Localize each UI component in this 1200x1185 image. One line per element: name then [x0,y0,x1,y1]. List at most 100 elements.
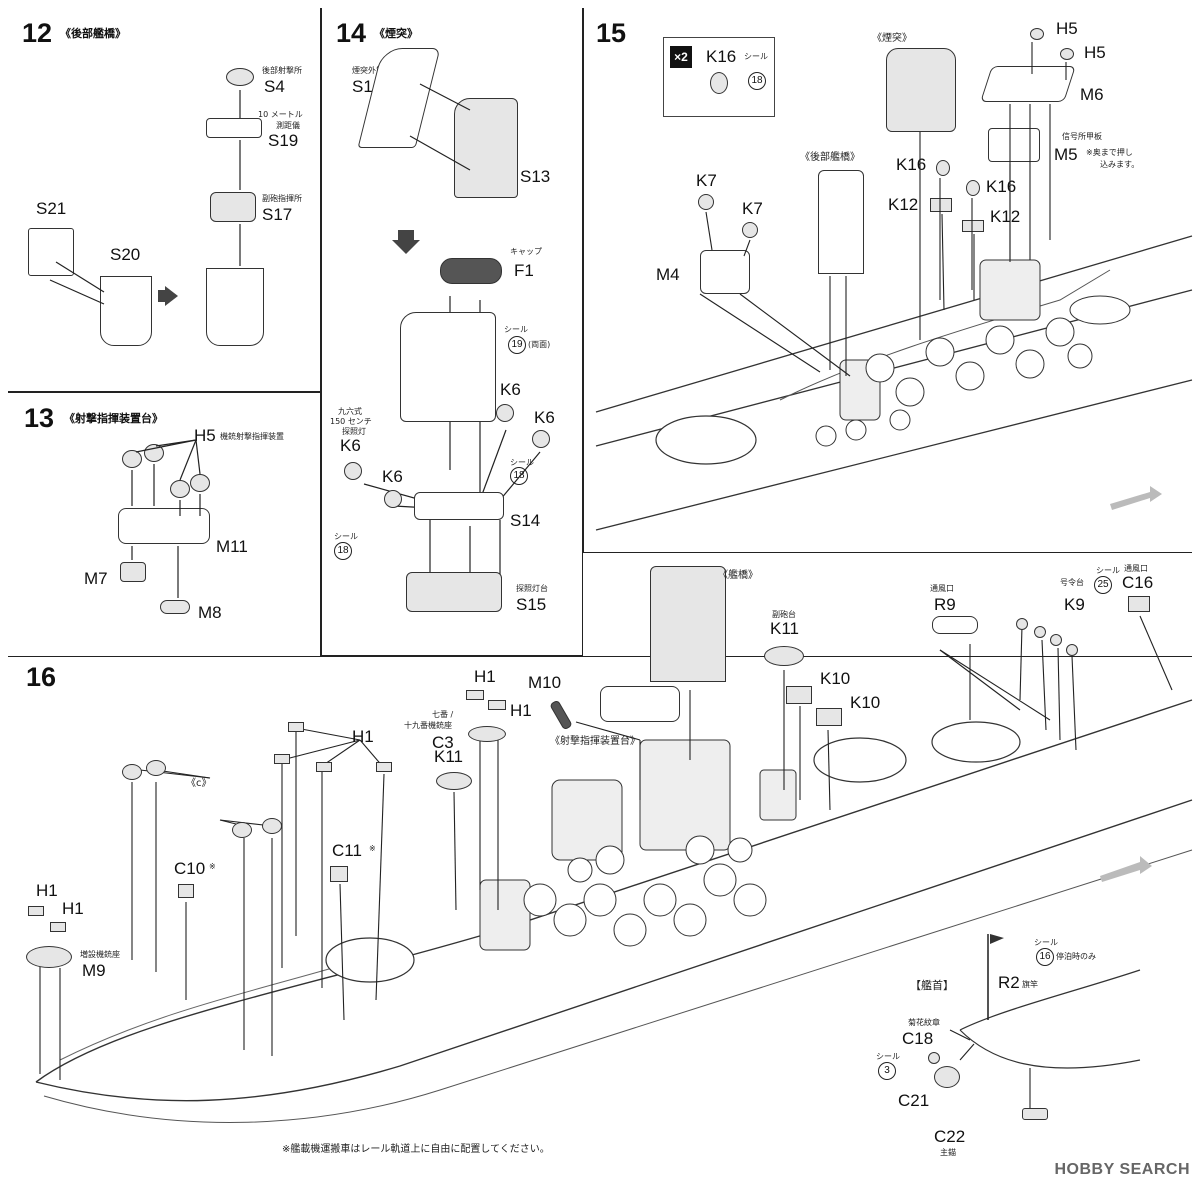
label-K7-b: K7 [742,199,763,218]
part-C22 [1022,1108,1048,1120]
step16-frame [8,656,1192,1177]
part-C21 [934,1066,960,1088]
seal-18-a: 18 [510,467,528,485]
k16-callout-box [663,37,775,117]
note-funnel-15: 《煙突》 [872,33,912,44]
note-c18: 菊花紋章 [908,1018,940,1027]
seal-25: 25 [1094,576,1112,594]
step15-frame [583,8,1192,553]
note-c16-b: 号令台 [1060,578,1084,587]
note-seal-18-15: シール [744,52,768,61]
note-c11-star: ※ [369,844,376,853]
part-K6-d [532,430,550,448]
label-C21: C21 [898,1091,930,1110]
label-M6: M6 [1080,85,1104,104]
label-R2: R2 [998,973,1020,992]
note-s17: 副砲指揮所 [262,194,302,203]
part-M8 [160,600,190,614]
part-F1 [440,258,502,284]
part-K16-callout [710,72,728,94]
part-c-c [232,822,252,838]
note-c-group: 《c》 [186,778,212,789]
step12-frame [8,8,321,392]
note-f1: キャップ [510,247,542,256]
step12-next-arrow [165,286,178,306]
note-s15: 探照灯台 [516,584,548,593]
step15-direction-arrow [1110,486,1162,510]
label-K10-b: K10 [850,693,881,712]
part-funnel-assembled [400,312,496,422]
label-K9: K9 [1064,595,1085,614]
watermark: HOBBY SEARCH [1054,1161,1190,1178]
part-K7-b [742,222,758,238]
part-R9 [932,616,978,634]
seal-3: 3 [878,1062,896,1080]
label-M9: M9 [82,961,106,980]
label-K6-c: K6 [500,380,521,399]
seal-18-b: 18 [334,542,352,560]
label-S15: S15 [516,595,547,614]
part-assembled-aft-bridge [206,268,264,346]
part-K6-a [344,462,362,480]
note-bow: 【艦首】 [910,979,954,992]
label-S13: S13 [520,167,551,186]
part-K16-15b [966,180,980,196]
step-number-12: 12 [22,18,53,48]
step14-down-arrow [392,230,420,254]
part-H5-b [144,444,164,462]
part-S13 [454,98,518,198]
seal-18-15: 18 [748,72,766,90]
label-S17: S17 [262,205,293,224]
part-M9 [26,946,72,968]
part-M4 [700,250,750,294]
part-c-b [146,760,166,776]
label-M7: M7 [84,569,108,588]
part-C11 [330,866,348,882]
note-seal-3: シール [876,1052,900,1061]
note-r2: 旗竿 [1022,980,1038,989]
part-c-a [122,764,142,780]
note-s19b: 測距儀 [276,121,300,130]
label-S4: S4 [264,77,285,96]
part-H1-16a [466,690,484,700]
label-S19: S19 [268,131,299,150]
label-K12-a: K12 [888,195,919,214]
note-k11: 副砲台 [772,610,796,619]
note-c10-star: ※ [209,862,216,871]
step-number-14: 14 [336,18,367,48]
label-S21: S21 [36,199,67,218]
note-light1: 九六式 [338,407,362,416]
part-S14 [414,492,504,520]
badge-x2: ×2 [670,46,692,68]
part-H1-16d [274,754,290,764]
label-C22: C22 [934,1127,966,1146]
part-S20 [100,276,152,346]
part-H1-16c [288,722,304,732]
step-title-13: 《射撃指揮装置台》 [64,412,163,425]
note-seal-18-b: シール [334,532,358,541]
part-H1-16e [316,762,332,772]
note-c3-a: 七番 / [432,710,454,719]
part-aft-bridge-15 [818,170,864,274]
note-r9: 通風口 [930,584,954,593]
note-s19a: 10 メートル [258,110,303,119]
step13-frame [8,392,321,656]
part-K12-15b [962,220,984,232]
note-m5-1: ※奥まで押し [1086,148,1133,157]
part-K9-c [1050,634,1062,646]
part-H5-15b [1060,48,1074,60]
step-title-14: 《煙突》 [374,27,418,40]
note-seal-25: シール [1096,566,1120,575]
note-light2: 150 センチ [330,417,372,426]
label-H1-b: H1 [510,701,532,720]
part-K10-a [786,686,812,704]
part-H5-c [170,480,190,498]
label-K16-c: K16 [986,177,1017,196]
label-K7-a: K7 [696,171,717,190]
part-funnel-15 [886,48,956,132]
note-bridge-16: 《艦橋》 [718,570,758,581]
label-F1: F1 [514,261,534,280]
part-M7 [120,562,146,582]
